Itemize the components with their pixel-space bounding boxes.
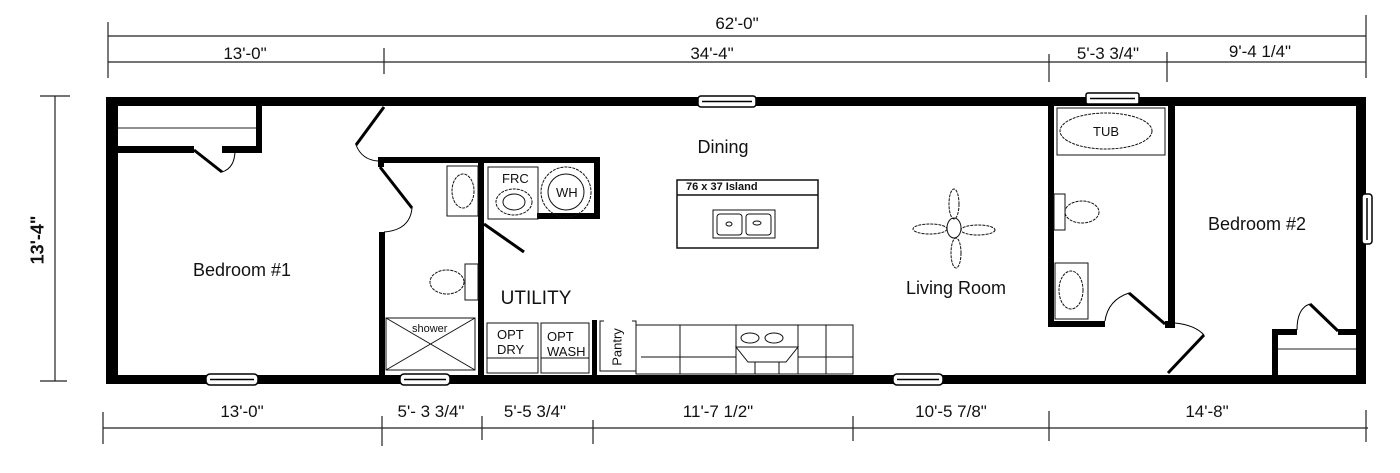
- opt-dryer-label: OPT DRY: [497, 327, 525, 357]
- windows: [205, 92, 1373, 386]
- bottom-dim-2: 5'- 3 3/4": [397, 402, 465, 421]
- overall-length-label: 62'-0": [715, 14, 759, 33]
- shower-label: shower: [412, 323, 448, 335]
- pantry-label: Pantry: [609, 328, 625, 366]
- top-dim-3: 5'-3 3/4": [1076, 44, 1140, 63]
- top-dim-1: 13'-0": [223, 44, 267, 63]
- overall-width-label: 13'-4": [27, 215, 48, 265]
- bottom-dim-4: 11'-7 1/2": [682, 402, 754, 421]
- room-label-utility: UTILITY: [500, 288, 572, 309]
- room-label-dining: Dining: [697, 137, 749, 157]
- dimension-lines: [40, 15, 1368, 446]
- room-label-bedroom-1: Bedroom #1: [192, 260, 292, 280]
- doors: [193, 106, 1340, 375]
- room-label-living-room: Living Room: [905, 278, 1007, 298]
- interior-walls: [118, 106, 1356, 377]
- bottom-dim-5: 10'-5 7/8": [915, 402, 987, 421]
- bottom-dim-1: 13'-0": [220, 402, 264, 421]
- bottom-dim-6: 14'-8": [1185, 402, 1229, 421]
- water-heater-label: WH: [556, 185, 578, 200]
- top-dim-4: 9'-4 1/4": [1228, 42, 1292, 61]
- fixtures: [385, 107, 1166, 375]
- top-dim-2: 34'-4": [690, 44, 734, 63]
- room-label-bedroom-2: Bedroom #2: [1207, 214, 1307, 234]
- frc-label: FRC: [502, 171, 529, 186]
- opt-washer-label: OPT WASH: [547, 329, 586, 359]
- island-label: 76 x 37 Island: [686, 181, 758, 193]
- tub-label: TUB: [1093, 124, 1119, 139]
- bottom-dim-3: 5'-5 3/4": [503, 402, 567, 421]
